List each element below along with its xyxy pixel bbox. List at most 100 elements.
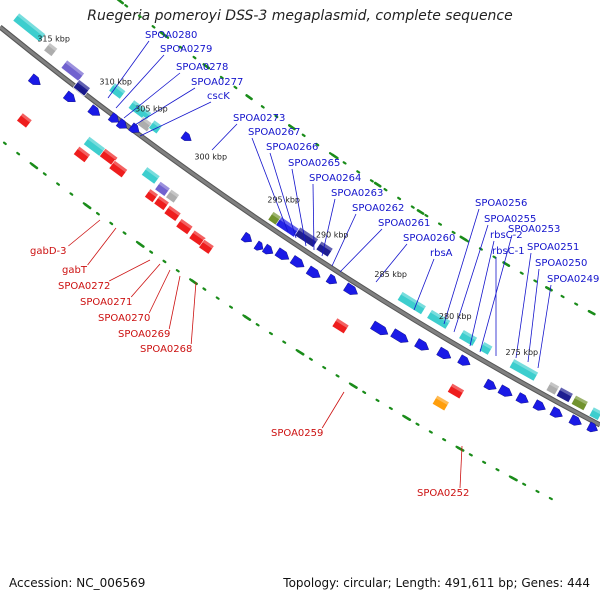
gene-label-blue: SPOA0264 bbox=[309, 173, 361, 184]
gene-arrow-19 bbox=[483, 378, 497, 391]
leader-red bbox=[168, 275, 181, 330]
gc-tick-outer-major bbox=[587, 309, 596, 316]
gene-red-12-shine bbox=[335, 317, 350, 329]
gene-lower-0 bbox=[82, 135, 106, 157]
gc-tick-outer bbox=[274, 114, 279, 119]
gc-tick-inner bbox=[255, 323, 260, 327]
gene-fwd-17 bbox=[545, 381, 561, 396]
leader-blue bbox=[527, 268, 540, 363]
gene-arrow-16-shape bbox=[414, 338, 430, 351]
map-title: Ruegeria pomeroyi DSS-3 megaplasmid, com… bbox=[87, 8, 513, 24]
gene-fwd-19 bbox=[570, 394, 589, 412]
leader-blue bbox=[251, 137, 289, 233]
gene-label-blue: SPOA0273 bbox=[233, 113, 285, 124]
gene-lower-1-shine bbox=[145, 166, 161, 179]
gene-red-6-shine bbox=[148, 188, 159, 198]
gene-red-12 bbox=[331, 317, 350, 335]
gene-arrow-6-shape bbox=[240, 231, 253, 243]
gene-arrow-8 bbox=[261, 243, 274, 255]
gene-arrow-17-shape bbox=[436, 346, 452, 360]
gc-tick-outer bbox=[192, 55, 197, 60]
gc-tick-inner bbox=[375, 398, 380, 403]
leader-blue bbox=[269, 152, 297, 239]
gene-label-blue: rbsC-2 bbox=[490, 230, 523, 241]
gc-tick-outer-major bbox=[545, 286, 553, 292]
gc-tick-outer-major bbox=[416, 209, 425, 215]
gene-fwd-0 bbox=[12, 12, 47, 43]
gc-tick-inner bbox=[42, 172, 47, 176]
gc-tick-inner bbox=[122, 231, 127, 235]
gene-fwd-4-body bbox=[108, 82, 127, 100]
gene-fwd-11-body bbox=[315, 240, 334, 258]
kbp-tick-label: 285 kbp bbox=[374, 270, 407, 279]
gene-label-blue: SPOA0253 bbox=[508, 224, 560, 235]
gene-fwd-0-body bbox=[12, 12, 47, 43]
gene-red-7 bbox=[153, 195, 170, 211]
gc-tick-outer-major bbox=[116, 0, 125, 5]
gene-fwd-15-shine bbox=[482, 341, 493, 350]
gene-arrow-11 bbox=[305, 265, 321, 278]
gc-tick-outer bbox=[424, 213, 429, 218]
gc-tick-inner bbox=[2, 141, 7, 146]
gene-arrow-24 bbox=[568, 414, 582, 426]
gene-red-2 bbox=[16, 112, 33, 129]
gc-tick-inner-major bbox=[456, 446, 465, 452]
gc-tick-outer-major bbox=[459, 235, 468, 242]
gene-label-blue: rbsA bbox=[430, 248, 453, 259]
gene-arrow-marker bbox=[180, 131, 192, 141]
leader-blue bbox=[115, 54, 165, 109]
gene-red-14-body bbox=[431, 394, 450, 412]
gene-label-blue: SPOA0255 bbox=[484, 214, 536, 225]
gene-fwd-0-shine bbox=[17, 12, 46, 37]
gene-fwd-12 bbox=[396, 291, 427, 316]
gene-lower-3 bbox=[165, 188, 180, 204]
gc-tick-outer bbox=[560, 294, 565, 299]
gc-tick-inner bbox=[322, 365, 327, 370]
gene-fwd-11 bbox=[315, 240, 334, 258]
gene-label-blue: SPOA0260 bbox=[403, 233, 455, 244]
gene-fwd-4-shine bbox=[112, 82, 126, 94]
gene-arrow-20 bbox=[497, 384, 513, 397]
leader-red bbox=[68, 219, 101, 247]
gene-arrow-11-shape bbox=[305, 265, 321, 278]
gene-lower-2-shine bbox=[158, 181, 171, 192]
gc-tick-inner bbox=[482, 460, 487, 464]
gene-red-8-body bbox=[163, 204, 182, 222]
gene-arrow-21 bbox=[515, 392, 529, 404]
gene-red-7-body bbox=[153, 195, 170, 211]
gene-fwd-18-body bbox=[555, 386, 574, 403]
gc-tick-inner bbox=[228, 305, 234, 309]
gene-lower-1 bbox=[140, 166, 161, 185]
leader-blue bbox=[312, 183, 315, 251]
gc-tick-inner bbox=[428, 430, 433, 434]
kbp-tick-label: 275 kbp bbox=[506, 348, 539, 357]
leader-red bbox=[109, 259, 151, 282]
gene-arrow-22 bbox=[532, 399, 546, 411]
gene-label-blue: cscK bbox=[207, 91, 230, 102]
leader-blue bbox=[107, 40, 150, 99]
leader-blue bbox=[321, 198, 336, 257]
leader-blue bbox=[123, 72, 181, 119]
leader-blue bbox=[339, 228, 383, 273]
gene-red-8-shine bbox=[167, 205, 182, 216]
gene-arrow-0-shape bbox=[27, 73, 41, 85]
gene-arrow-15 bbox=[390, 328, 409, 343]
gc-tick-outer bbox=[219, 75, 224, 80]
gc-tick-inner bbox=[442, 438, 447, 442]
gene-label-red: SPOA0269 bbox=[118, 329, 170, 340]
gc-tick-inner bbox=[282, 340, 287, 344]
gene-fwd-2 bbox=[60, 59, 85, 82]
gene-arrow-3-shape bbox=[107, 112, 120, 123]
gene-red-14 bbox=[431, 394, 450, 412]
gene-red-14-shine bbox=[435, 395, 450, 406]
kbp-tick-label: 280 kbp bbox=[439, 312, 472, 321]
gene-red-13 bbox=[446, 382, 465, 400]
gc-tick-outer bbox=[383, 187, 388, 192]
gene-red-7-shine bbox=[157, 195, 170, 206]
gene-arrow-17 bbox=[436, 346, 452, 360]
gene-fwd-2-body bbox=[60, 59, 85, 82]
gene-lower-2-body bbox=[154, 180, 171, 197]
gene-red-9-body bbox=[175, 218, 194, 236]
gene-fwd-13-body bbox=[426, 308, 452, 330]
